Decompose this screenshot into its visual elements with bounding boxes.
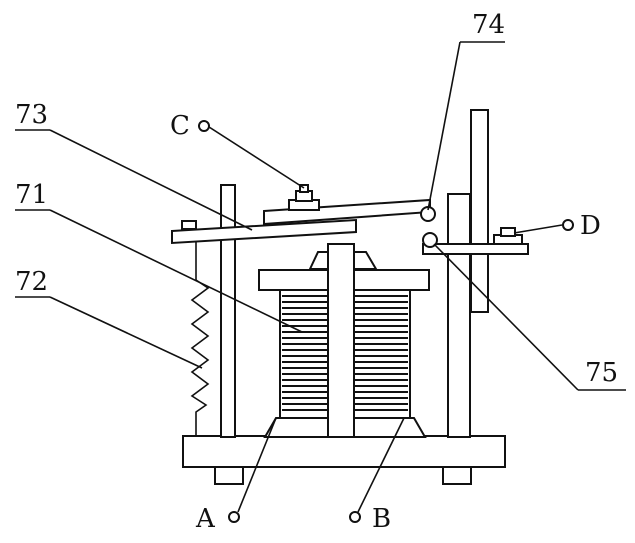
label-75: 75: [585, 358, 618, 388]
fixed-contact-75: [422, 232, 438, 248]
left-foot: [214, 465, 244, 485]
leader-71: [49, 209, 303, 333]
terminal-a-label: A: [195, 504, 216, 534]
terminal-d-label: D: [580, 211, 601, 241]
terminal-d-dot: [562, 219, 574, 231]
armature-pivot-screw: [181, 220, 197, 230]
bracket-screw-head: [500, 227, 516, 237]
right-foot: [442, 465, 472, 485]
fixed-contact-bracket: [422, 243, 529, 255]
leader-c: [208, 126, 305, 189]
leader-d: [513, 224, 563, 234]
screw-tip: [299, 184, 309, 193]
armature-screw: [288, 184, 320, 211]
leader-a: [237, 417, 277, 513]
bracket-screw: [493, 227, 523, 245]
armature-lever-73: [171, 218, 357, 245]
base-plate: [182, 435, 506, 468]
terminal-a-dot: [228, 511, 240, 523]
leader-75: [433, 243, 579, 391]
left-post: [220, 184, 236, 438]
label-73: 73: [15, 100, 48, 130]
leader-73: [49, 129, 253, 231]
leader-74: [427, 41, 461, 211]
label-74: 74: [472, 10, 505, 40]
terminal-c-label: C: [170, 111, 190, 141]
terminal-b-label: B: [372, 504, 391, 534]
leader-72: [49, 296, 203, 369]
right-post: [447, 193, 471, 438]
label-71: 71: [15, 180, 48, 210]
leader-b: [357, 417, 405, 513]
terminal-c-dot: [198, 120, 210, 132]
coil-assembly: [258, 243, 430, 438]
coil-core: [327, 243, 355, 438]
label-72: 72: [15, 267, 48, 297]
leader-lines: [15, 41, 626, 513]
right-back-plate: [470, 109, 489, 313]
base: [182, 435, 506, 485]
terminal-b-dot: [349, 511, 361, 523]
spring-72: [190, 242, 210, 436]
